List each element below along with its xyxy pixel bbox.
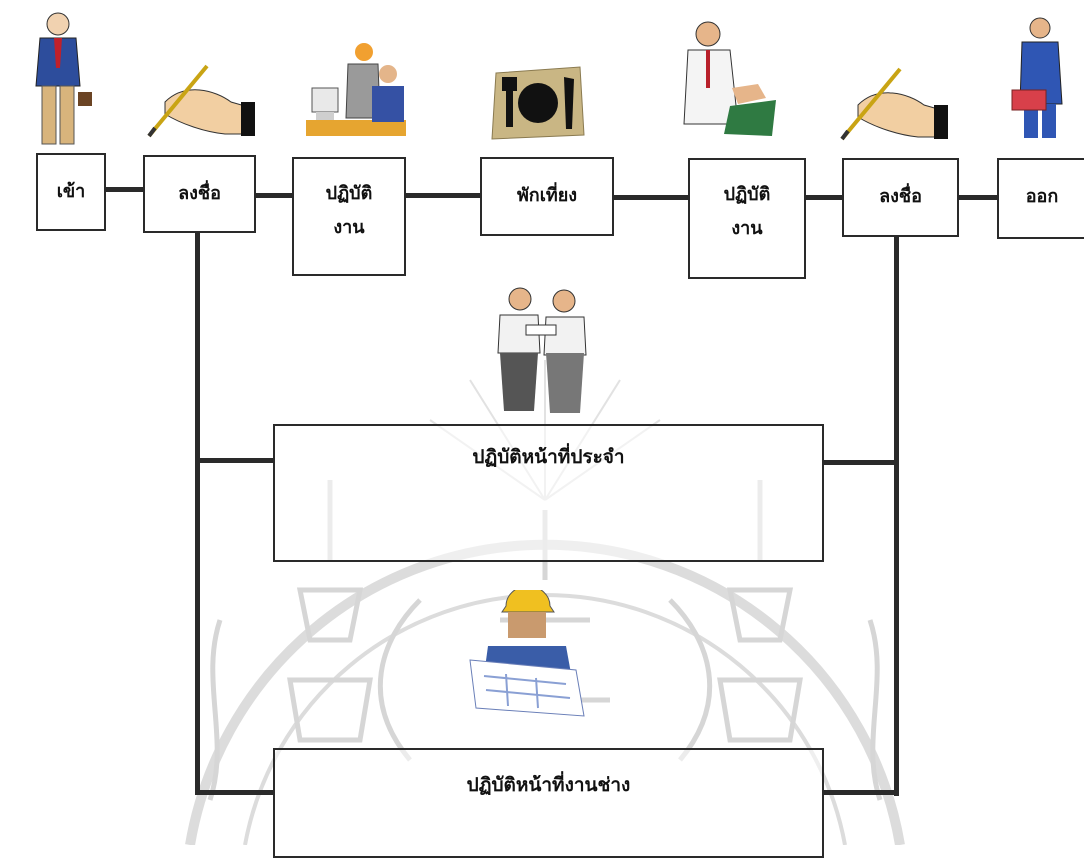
two-men-discussing-icon <box>486 285 596 417</box>
step-lunch: พักเที่ยง <box>480 157 614 236</box>
technical-duty-label: ปฏิบัติหน้าที่งานช่าง <box>275 770 822 800</box>
hand-writing-pen-icon <box>838 65 950 143</box>
connector-in-sign1 <box>105 187 143 192</box>
step-in-label: เข้า <box>38 155 104 229</box>
step-out: ออก <box>997 158 1084 239</box>
step-sign-in: ลงชื่อ <box>143 155 256 233</box>
connector-work1-lunch <box>405 193 481 198</box>
standing-man-suitcase-icon <box>22 8 98 148</box>
man-briefcase-icon <box>1010 14 1076 140</box>
right-vertical-connector <box>894 236 899 796</box>
step-sign-in-label: ลงชื่อ <box>145 157 254 231</box>
step-work-afternoon: ปฏิบัติ งาน <box>688 158 806 279</box>
connector-sign2-out <box>958 195 998 200</box>
step-out-label: ออก <box>999 160 1084 234</box>
left-branch-technical <box>195 790 275 795</box>
fork-plate-knife-icon <box>490 65 586 141</box>
step-sign-out-label: ลงชื่อ <box>844 160 957 234</box>
step-work-morning-line1: ปฏิบัติ <box>294 159 404 211</box>
office-computer-workers-icon <box>306 40 406 138</box>
step-lunch-label: พักเที่ยง <box>482 159 612 233</box>
right-branch-technical <box>822 790 899 795</box>
step-in: เข้า <box>36 153 106 231</box>
step-sign-out: ลงชื่อ <box>842 158 959 237</box>
routine-duty-box: ปฏิบัติหน้าที่ประจำ <box>273 424 824 562</box>
step-work-morning: ปฏิบัติ งาน <box>292 157 406 276</box>
connector-work2-sign2 <box>805 195 843 200</box>
connector-sign1-work1 <box>255 193 293 198</box>
step-work-afternoon-line2: งาน <box>690 212 804 246</box>
left-branch-routine <box>195 458 275 463</box>
connector-lunch-work2 <box>613 195 689 200</box>
man-writing-desk-icon <box>678 18 778 140</box>
hand-writing-pen-icon <box>145 62 257 140</box>
left-vertical-connector <box>195 233 200 793</box>
technical-duty-box: ปฏิบัติหน้าที่งานช่าง <box>273 748 824 858</box>
step-work-morning-line2: งาน <box>294 211 404 245</box>
routine-duty-label: ปฏิบัติหน้าที่ประจำ <box>275 442 822 472</box>
right-branch-routine <box>822 460 899 465</box>
step-work-afternoon-line1: ปฏิบัติ <box>690 160 804 212</box>
engineer-blueprint-icon <box>466 590 586 720</box>
